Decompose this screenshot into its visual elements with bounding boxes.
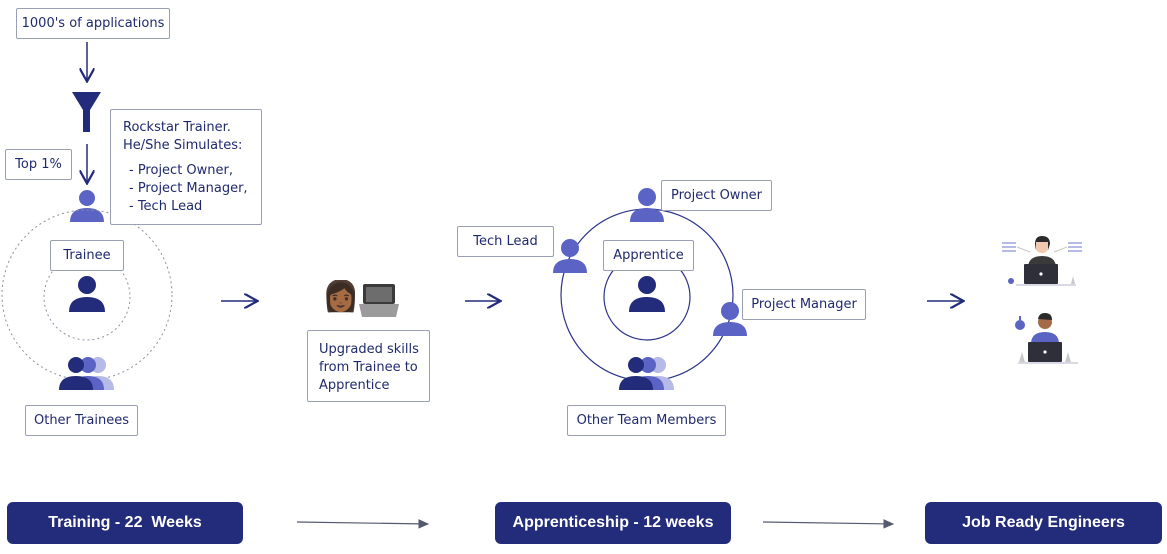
- trainer-role: - Tech Lead: [129, 199, 203, 214]
- upgrade-line: from Trainee to: [319, 360, 418, 375]
- trainer-description: Rockstar Trainer. He/She Simulates: - Pr…: [110, 109, 262, 225]
- project-owner-person-icon: [630, 188, 664, 222]
- upgrade-description: Upgraded skills from Trainee to Apprenti…: [307, 330, 430, 402]
- trainer-title: Rockstar Trainer.: [123, 120, 231, 135]
- apprenticeship-phase-pill: Apprenticeship - 12 weeks: [495, 502, 731, 544]
- timeline-arrow-2: [762, 519, 895, 529]
- woman-emoji: 👩🏾💻: [322, 280, 360, 322]
- apprentice-text: Apprentice: [613, 248, 684, 263]
- apprenticeship-outer-ring: [560, 208, 734, 382]
- trainer-role: - Project Manager,: [129, 181, 248, 196]
- applications-label: 1000's of applications: [16, 8, 170, 39]
- funnel-icon: [72, 92, 101, 132]
- top-percent-text: Top 1%: [15, 157, 62, 172]
- training-outer-ring: [1, 209, 173, 381]
- apprenticeship-phase-text: Apprenticeship - 12 weeks: [512, 514, 714, 531]
- tech-lead-label: Tech Lead: [457, 226, 554, 257]
- timeline-arrow-1: [296, 519, 430, 529]
- applications-text: 1000's of applications: [21, 16, 165, 31]
- trainer-subtitle: He/She Simulates:: [123, 138, 243, 153]
- engineer-illustration-1: [1002, 236, 1082, 286]
- project-owner-text: Project Owner: [670, 188, 763, 203]
- job-ready-phase-pill: Job Ready Engineers: [925, 502, 1162, 544]
- apprentice-person-icon: [629, 276, 665, 312]
- project-manager-label: Project Manager: [742, 289, 866, 320]
- top-percent-label: Top 1%: [5, 149, 72, 180]
- tech-lead-text: Tech Lead: [473, 234, 538, 249]
- upgrade-line: Upgraded skills: [319, 342, 419, 357]
- other-trainees-label: Other Trainees: [25, 405, 138, 436]
- project-owner-label: Project Owner: [661, 180, 772, 211]
- training-phase-pill: Training - 22 Weeks: [7, 502, 243, 544]
- engineer-illustration-2: [1015, 313, 1078, 364]
- project-manager-text: Project Manager: [751, 297, 857, 312]
- laptop-icon: [359, 284, 399, 317]
- job-ready-phase-text: Job Ready Engineers: [962, 514, 1125, 531]
- other-team-members-icon: [619, 357, 674, 390]
- trainee-text: Trainee: [63, 248, 111, 263]
- woman-emoji-glyph: 👩🏾💻: [322, 280, 360, 314]
- upgrade-line: Apprentice: [319, 378, 390, 393]
- training-phase-text: Training - 22 Weeks: [48, 514, 202, 531]
- other-trainees-icon: [59, 357, 114, 390]
- apprentice-label: Apprentice: [603, 240, 694, 271]
- trainer-role: - Project Owner,: [129, 163, 234, 178]
- trainee-label: Trainee: [50, 240, 124, 271]
- training-inner-ring: [43, 253, 131, 341]
- other-team-members-text: Other Team Members: [576, 413, 717, 428]
- other-trainees-text: Other Trainees: [33, 413, 129, 428]
- trainee-person-icon: [69, 276, 105, 312]
- other-team-members-label: Other Team Members: [567, 405, 726, 436]
- project-manager-person-icon: [713, 302, 747, 336]
- tech-lead-person-icon: [553, 239, 587, 273]
- trainer-person-icon: [70, 190, 104, 222]
